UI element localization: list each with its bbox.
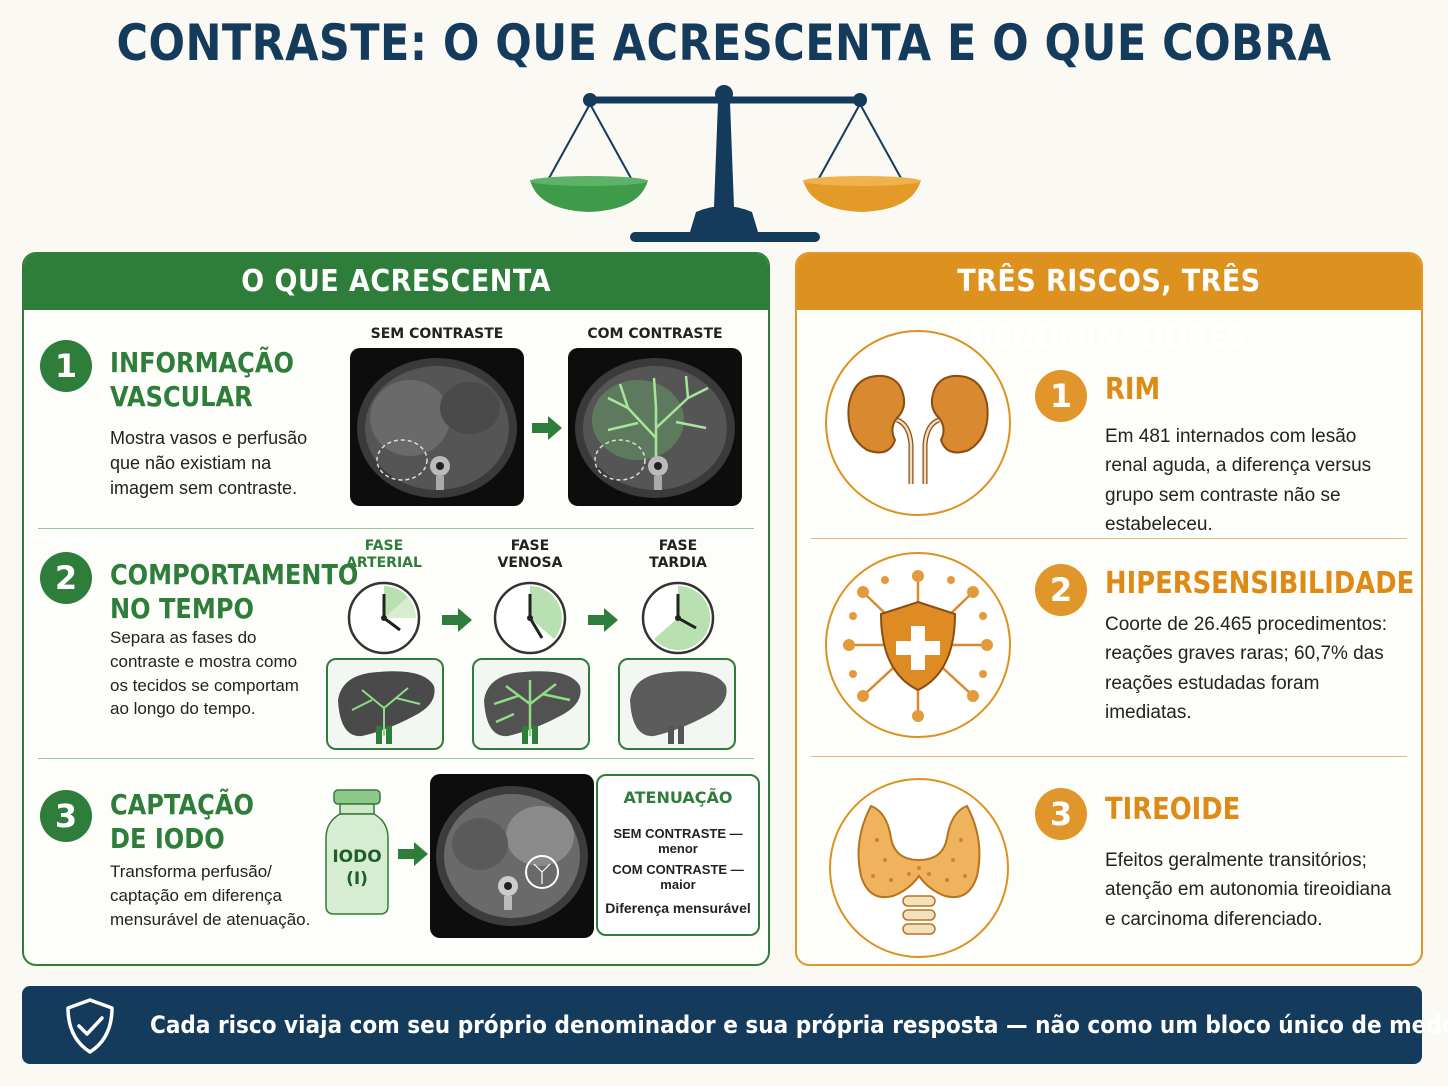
clock-arterial-icon xyxy=(347,581,421,655)
ct-scan-iodine xyxy=(430,774,594,938)
item-description: Coorte de 26.465 procedimentos: reações … xyxy=(1105,614,1388,724)
item-number: 1 xyxy=(40,340,92,392)
risks-panel-heading: TRÊS RISCOS, TRÊS DENOMINADORES xyxy=(797,254,1421,355)
attenuation-box: ATENUAÇÃO SEM CONTRASTE — menor COM CONT… xyxy=(596,774,760,936)
risks-panel: TRÊS RISCOS, TRÊS DENOMINADORES 1 RIM Em… xyxy=(795,252,1423,966)
item-description: Efeitos geralmente transitórios; atenção… xyxy=(1105,850,1392,930)
benefit-item-iodine-uptake: 3 CAPTAÇÃO DE IODO Transforma perfusão/ … xyxy=(24,760,768,964)
arrow-right-icon xyxy=(442,608,472,632)
attenuation-title: ATENUAÇÃO xyxy=(623,788,733,807)
ct-scan-with-contrast xyxy=(568,348,742,506)
clock-venous-icon xyxy=(493,581,567,655)
item-title: TIREOIDE xyxy=(1105,792,1241,827)
item-number: 3 xyxy=(40,790,92,842)
benefits-panel: O QUE ACRESCENTA 1 INFORMAÇÃO VASCULAR M… xyxy=(22,252,770,966)
item-number: 3 xyxy=(1035,788,1087,840)
divider xyxy=(811,756,1407,757)
item-number: 2 xyxy=(40,552,92,604)
risk-item-hypersensitivity: 2 HIPERSENSIBILIDADE Coorte de 26.465 pr… xyxy=(797,540,1421,756)
conclusion-banner: Cada risco viaja com seu próprio denomin… xyxy=(22,986,1448,1064)
shield-allergy-icon xyxy=(825,552,1011,738)
benefits-panel-heading: O QUE ACRESCENTA xyxy=(24,254,768,310)
iodine-vial-icon: IODO (I) xyxy=(322,788,392,916)
item-title: HIPERSENSIBILIDADE xyxy=(1105,566,1415,601)
divider xyxy=(38,528,754,529)
divider xyxy=(38,758,754,759)
item-title: COMPORTAMENTO NO TEMPO xyxy=(110,558,359,625)
label-without-contrast: SEM CONTRASTE xyxy=(370,326,504,342)
conclusion-text: Cada risco viaja com seu próprio denomin… xyxy=(150,1011,1448,1039)
page-title: CONTRASTE: O QUE ACRESCENTA E O QUE COBR… xyxy=(116,14,1332,72)
vial-symbol: (I) xyxy=(346,869,368,890)
benefit-item-vascular: 1 INFORMAÇÃO VASCULAR Mostra vasos e per… xyxy=(24,310,768,528)
label-with-contrast: COM CONTRASTE xyxy=(587,326,723,342)
liver-venous xyxy=(472,658,590,750)
item-description: Mostra vasos e perfusão que não existiam… xyxy=(110,428,308,499)
balance-scale-icon xyxy=(530,85,921,242)
item-title: RIM xyxy=(1105,372,1161,407)
arrow-right-icon xyxy=(532,416,562,440)
liver-delayed xyxy=(618,658,736,750)
vial-label: IODO xyxy=(332,847,382,867)
risk-item-kidney: 1 RIM Em 481 internados com lesão renal … xyxy=(797,310,1421,538)
attenuation-with: COM CONTRASTE — maior xyxy=(612,862,744,892)
attenuation-without: SEM CONTRASTE — menor xyxy=(613,826,743,856)
attenuation-difference: Diferença mensurável xyxy=(605,900,751,916)
clock-delayed-icon xyxy=(641,581,715,655)
ct-scan-without-contrast xyxy=(350,348,524,506)
thyroid-icon xyxy=(829,778,1009,958)
item-description: Separa as fases do contraste e mostra co… xyxy=(110,628,299,719)
risk-item-thyroid: 3 TIREOIDE Efeitos geralmente transitóri… xyxy=(797,758,1421,964)
arrow-right-icon xyxy=(588,608,618,632)
kidneys-icon xyxy=(825,330,1011,516)
benefit-item-time-behavior: 2 COMPORTAMENTO NO TEMPO Separa as fases… xyxy=(24,530,768,758)
item-title: CAPTAÇÃO DE IODO xyxy=(110,788,254,855)
item-number: 2 xyxy=(1035,564,1087,616)
divider xyxy=(811,538,1407,539)
arrow-right-icon xyxy=(398,842,428,866)
shield-check-icon xyxy=(66,998,114,1054)
item-number: 1 xyxy=(1035,370,1087,422)
item-description: Transforma perfusão/ captação em diferen… xyxy=(110,862,311,929)
item-description: Em 481 internados com lesão renal aguda,… xyxy=(1105,426,1372,536)
item-title: INFORMAÇÃO VASCULAR xyxy=(110,346,294,413)
liver-arterial xyxy=(326,658,444,750)
